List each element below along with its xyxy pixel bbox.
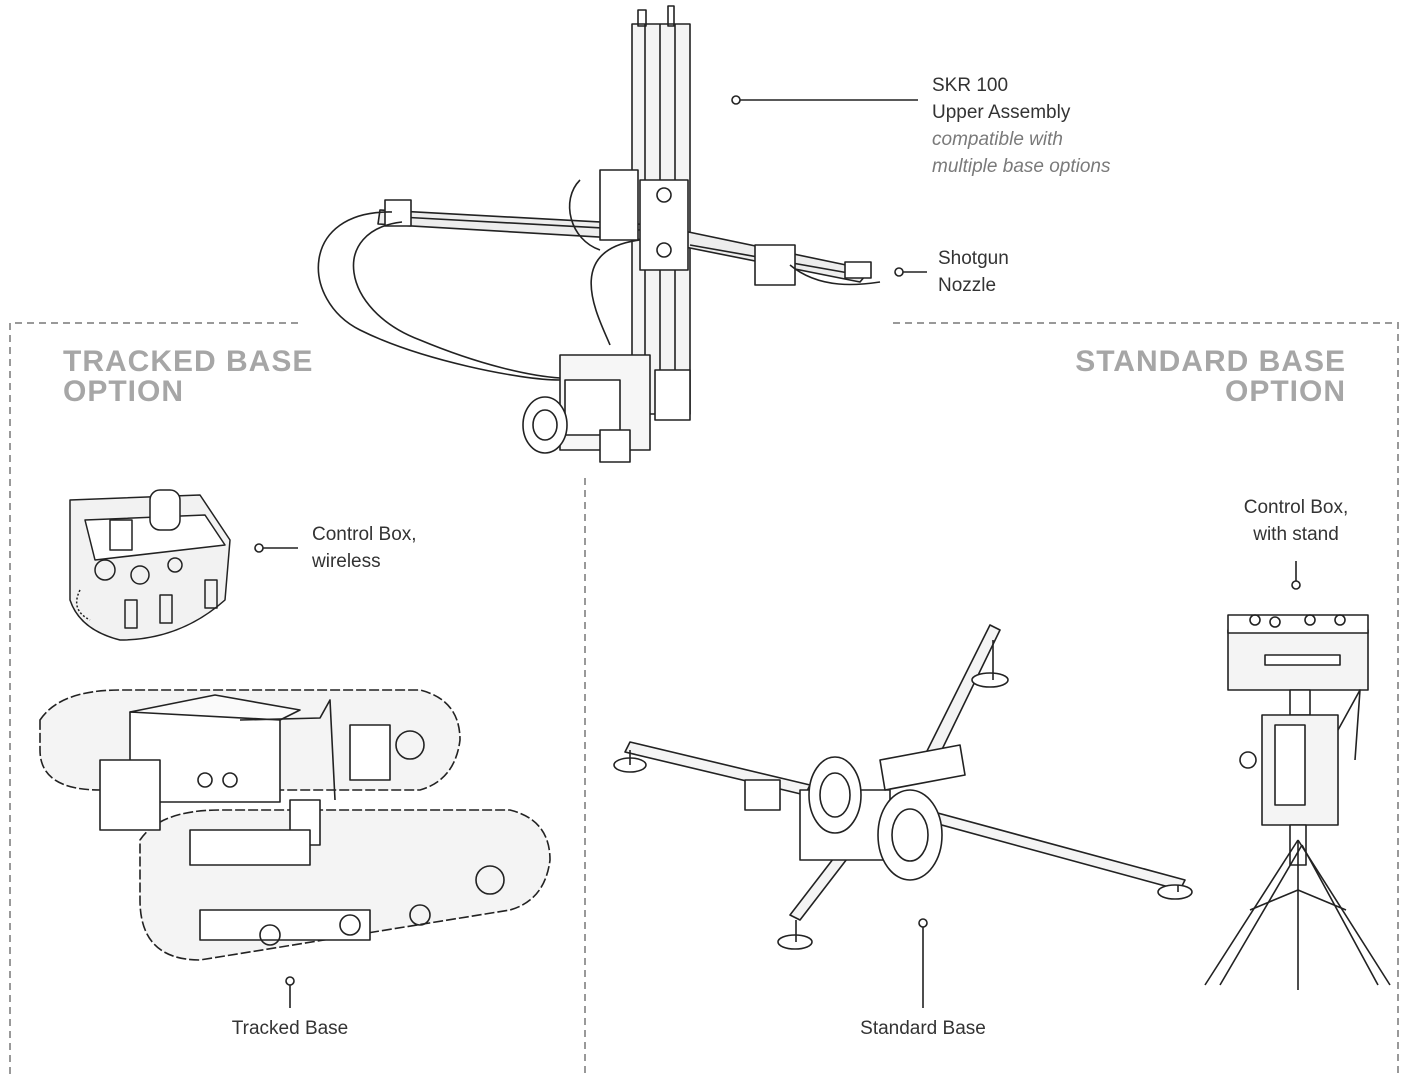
callouts (254, 95, 1301, 1008)
tracked-base-drawing (39, 689, 551, 961)
section-borders (9, 322, 1399, 1074)
upper-assembly-name: Upper Assembly (932, 102, 1071, 123)
control-box-wireless-label: Control Box, wireless (312, 521, 417, 575)
control-box-wireless-callout (254, 543, 298, 553)
standard-section-title: STANDARD BASE OPTION (1075, 347, 1346, 407)
standard-title-line1: STANDARD BASE (1075, 345, 1346, 378)
control-box-stand-callout (1291, 561, 1301, 590)
control-box-stand-drawing (1204, 614, 1391, 990)
standard-section-border (893, 322, 1399, 1074)
shotgun-nozzle-callout (894, 267, 927, 277)
upper-assembly-drawing (317, 5, 881, 463)
control-box-wireless-line2: wireless (312, 551, 381, 572)
tracked-section-title: TRACKED BASE OPTION (63, 347, 313, 407)
control-box-wireless-line1: Control Box, (312, 524, 417, 545)
control-box-wireless-drawing (69, 489, 231, 641)
upper-assembly-callout (731, 95, 918, 105)
upper-assembly-label: SKR 100 Upper Assembly compatible with m… (932, 72, 1111, 180)
shotgun-nozzle-line2: Nozzle (938, 275, 997, 296)
shotgun-nozzle-line1: Shotgun (938, 248, 1009, 269)
standard-base-label: Standard Base (823, 1015, 1023, 1042)
standard-title-line2: OPTION (1224, 375, 1346, 408)
control-box-stand-line1: Control Box, (1243, 497, 1349, 518)
tracked-title-line2: OPTION (63, 375, 185, 408)
upper-assembly-model: SKR 100 (932, 75, 1009, 96)
shotgun-nozzle-label: Shotgun Nozzle (938, 245, 1009, 299)
upper-assembly-note2: multiple base options (932, 156, 1111, 177)
control-box-stand-label: Control Box, with stand (1206, 494, 1386, 548)
tracked-title-line1: TRACKED BASE (63, 345, 314, 378)
upper-assembly-note1: compatible with (932, 129, 1063, 150)
tracked-base-label: Tracked Base (190, 1015, 390, 1042)
tracked-base-line1: Tracked Base (231, 1018, 349, 1039)
tracked-base-callout (285, 976, 295, 1008)
standard-base-drawing (613, 624, 1193, 950)
standard-base-line1: Standard Base (860, 1018, 986, 1039)
tracked-section-border (9, 322, 298, 1074)
standard-base-callout (918, 918, 928, 1008)
control-box-stand-line2: with stand (1253, 524, 1339, 545)
